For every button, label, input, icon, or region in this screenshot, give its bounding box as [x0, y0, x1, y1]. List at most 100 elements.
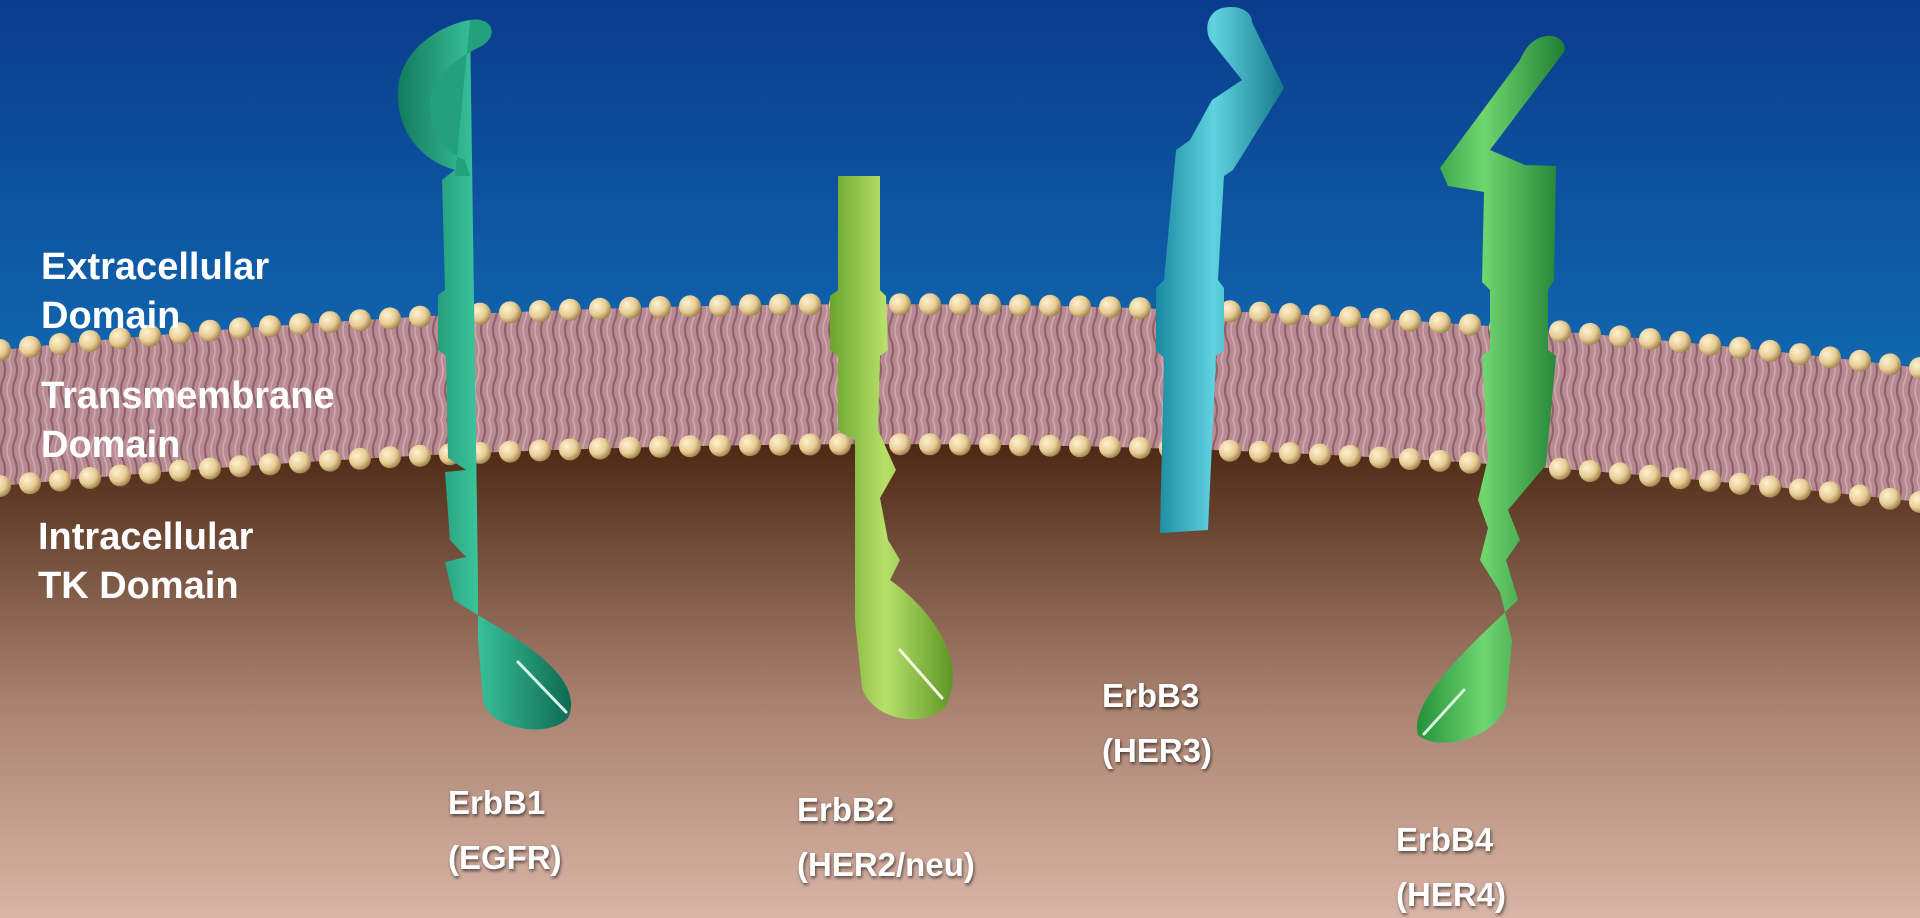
outer-lipid-head: [709, 295, 731, 317]
inner-lipid-head: [559, 438, 581, 460]
outer-lipid-head: [1759, 340, 1781, 362]
inner-lipid-head: [769, 434, 791, 456]
inner-lipid-head: [19, 472, 41, 494]
outer-lipid-head: [1729, 337, 1751, 359]
outer-lipid-head: [619, 297, 641, 319]
inner-lipid-head: [379, 446, 401, 468]
outer-lipid-head: [1669, 331, 1691, 353]
inner-lipid-head: [1669, 467, 1691, 489]
inner-lipid-head: [709, 435, 731, 457]
outer-lipid-head: [529, 300, 551, 322]
outer-lipid-head: [379, 307, 401, 329]
outer-lipid-head: [1609, 325, 1631, 347]
outer-lipid-head: [1069, 296, 1091, 318]
outer-lipid-head: [1849, 350, 1871, 372]
erbb1-label: ErbB1 (EGFR): [448, 775, 562, 885]
inner-lipid-head: [649, 436, 671, 458]
outer-lipid-head: [1459, 314, 1481, 336]
outer-lipid-head: [1699, 334, 1721, 356]
inner-lipid-head: [1849, 485, 1871, 507]
inner-lipid-head: [1639, 465, 1661, 487]
inner-lipid-head: [1039, 435, 1061, 457]
erbb2-label: ErbB2 (HER2/neu): [797, 782, 975, 892]
inner-lipid-head: [889, 433, 911, 455]
outer-lipid-head: [1129, 297, 1151, 319]
extracellular-domain-label: Extracellular Domain: [41, 243, 269, 341]
inner-lipid-head: [589, 438, 611, 460]
inner-lipid-head: [739, 434, 761, 456]
inner-lipid-head: [1339, 445, 1361, 467]
inner-lipid-head: [1429, 450, 1451, 472]
inner-lipid-head: [949, 434, 971, 456]
outer-lipid-head: [1819, 346, 1841, 368]
outer-lipid-head: [889, 293, 911, 315]
inner-lipid-head: [49, 470, 71, 492]
outer-lipid-head: [979, 294, 1001, 316]
inner-lipid-head: [529, 440, 551, 462]
outer-lipid-head: [739, 294, 761, 316]
inner-lipid-head: [409, 445, 431, 467]
inner-lipid-head: [1729, 473, 1751, 495]
intracellular-domain-label: Intracellular TK Domain: [38, 513, 253, 611]
outer-lipid-head: [919, 293, 941, 315]
outer-lipid-head: [589, 298, 611, 320]
outer-lipid-head: [1279, 303, 1301, 325]
inner-lipid-head: [1819, 481, 1841, 503]
inner-lipid-head: [1129, 437, 1151, 459]
outer-lipid-head: [1249, 302, 1271, 324]
inner-lipid-head: [1249, 441, 1271, 463]
outer-lipid-head: [1099, 296, 1121, 318]
outer-lipid-head: [1369, 308, 1391, 330]
inner-lipid-head: [1399, 448, 1421, 470]
inner-lipid-head: [679, 435, 701, 457]
transmembrane-domain-label: Transmembrane Domain: [41, 372, 335, 470]
inner-lipid-head: [1789, 478, 1811, 500]
outer-lipid-head: [1309, 305, 1331, 327]
outer-lipid-head: [349, 309, 371, 331]
outer-lipid-head: [559, 299, 581, 321]
inner-lipid-head: [1699, 470, 1721, 492]
outer-lipid-head: [799, 293, 821, 315]
erbb4-label: ErbB4 (HER4): [1396, 812, 1506, 918]
outer-lipid-head: [1039, 295, 1061, 317]
outer-lipid-head: [1399, 310, 1421, 332]
inner-lipid-head: [1279, 442, 1301, 464]
inner-lipid-head: [1579, 460, 1601, 482]
outer-lipid-head: [1009, 294, 1031, 316]
outer-lipid-head: [679, 295, 701, 317]
inner-lipid-head: [1309, 444, 1331, 466]
outer-lipid-head: [1579, 323, 1601, 345]
outer-lipid-head: [1429, 312, 1451, 334]
inner-lipid-head: [499, 441, 521, 463]
outer-lipid-head: [409, 306, 431, 328]
outer-lipid-head: [1339, 306, 1361, 328]
inner-lipid-head: [79, 467, 101, 489]
outer-lipid-head: [949, 294, 971, 316]
outer-lipid-head: [1789, 343, 1811, 365]
inner-lipid-head: [1069, 435, 1091, 457]
inner-lipid-head: [1219, 440, 1241, 462]
inner-lipid-head: [1099, 436, 1121, 458]
inner-lipid-head: [1009, 434, 1031, 456]
inner-lipid-head: [919, 433, 941, 455]
inner-lipid-head: [979, 434, 1001, 456]
outer-lipid-head: [649, 296, 671, 318]
outer-lipid-head: [19, 336, 41, 358]
inner-lipid-head: [799, 434, 821, 456]
inner-lipid-head: [1759, 476, 1781, 498]
inner-lipid-head: [1609, 462, 1631, 484]
outer-lipid-head: [769, 294, 791, 316]
erbb3-label: ErbB3 (HER3): [1102, 668, 1212, 778]
inner-lipid-head: [619, 437, 641, 459]
outer-lipid-head: [289, 313, 311, 335]
outer-lipid-head: [1549, 320, 1571, 342]
outer-lipid-head: [1639, 328, 1661, 350]
inner-lipid-head: [1459, 452, 1481, 474]
outer-lipid-head: [499, 301, 521, 323]
outer-lipid-head: [1879, 353, 1901, 375]
inner-lipid-head: [1879, 488, 1901, 510]
outer-lipid-head: [319, 311, 341, 333]
inner-lipid-head: [349, 448, 371, 470]
inner-lipid-head: [1369, 447, 1391, 469]
